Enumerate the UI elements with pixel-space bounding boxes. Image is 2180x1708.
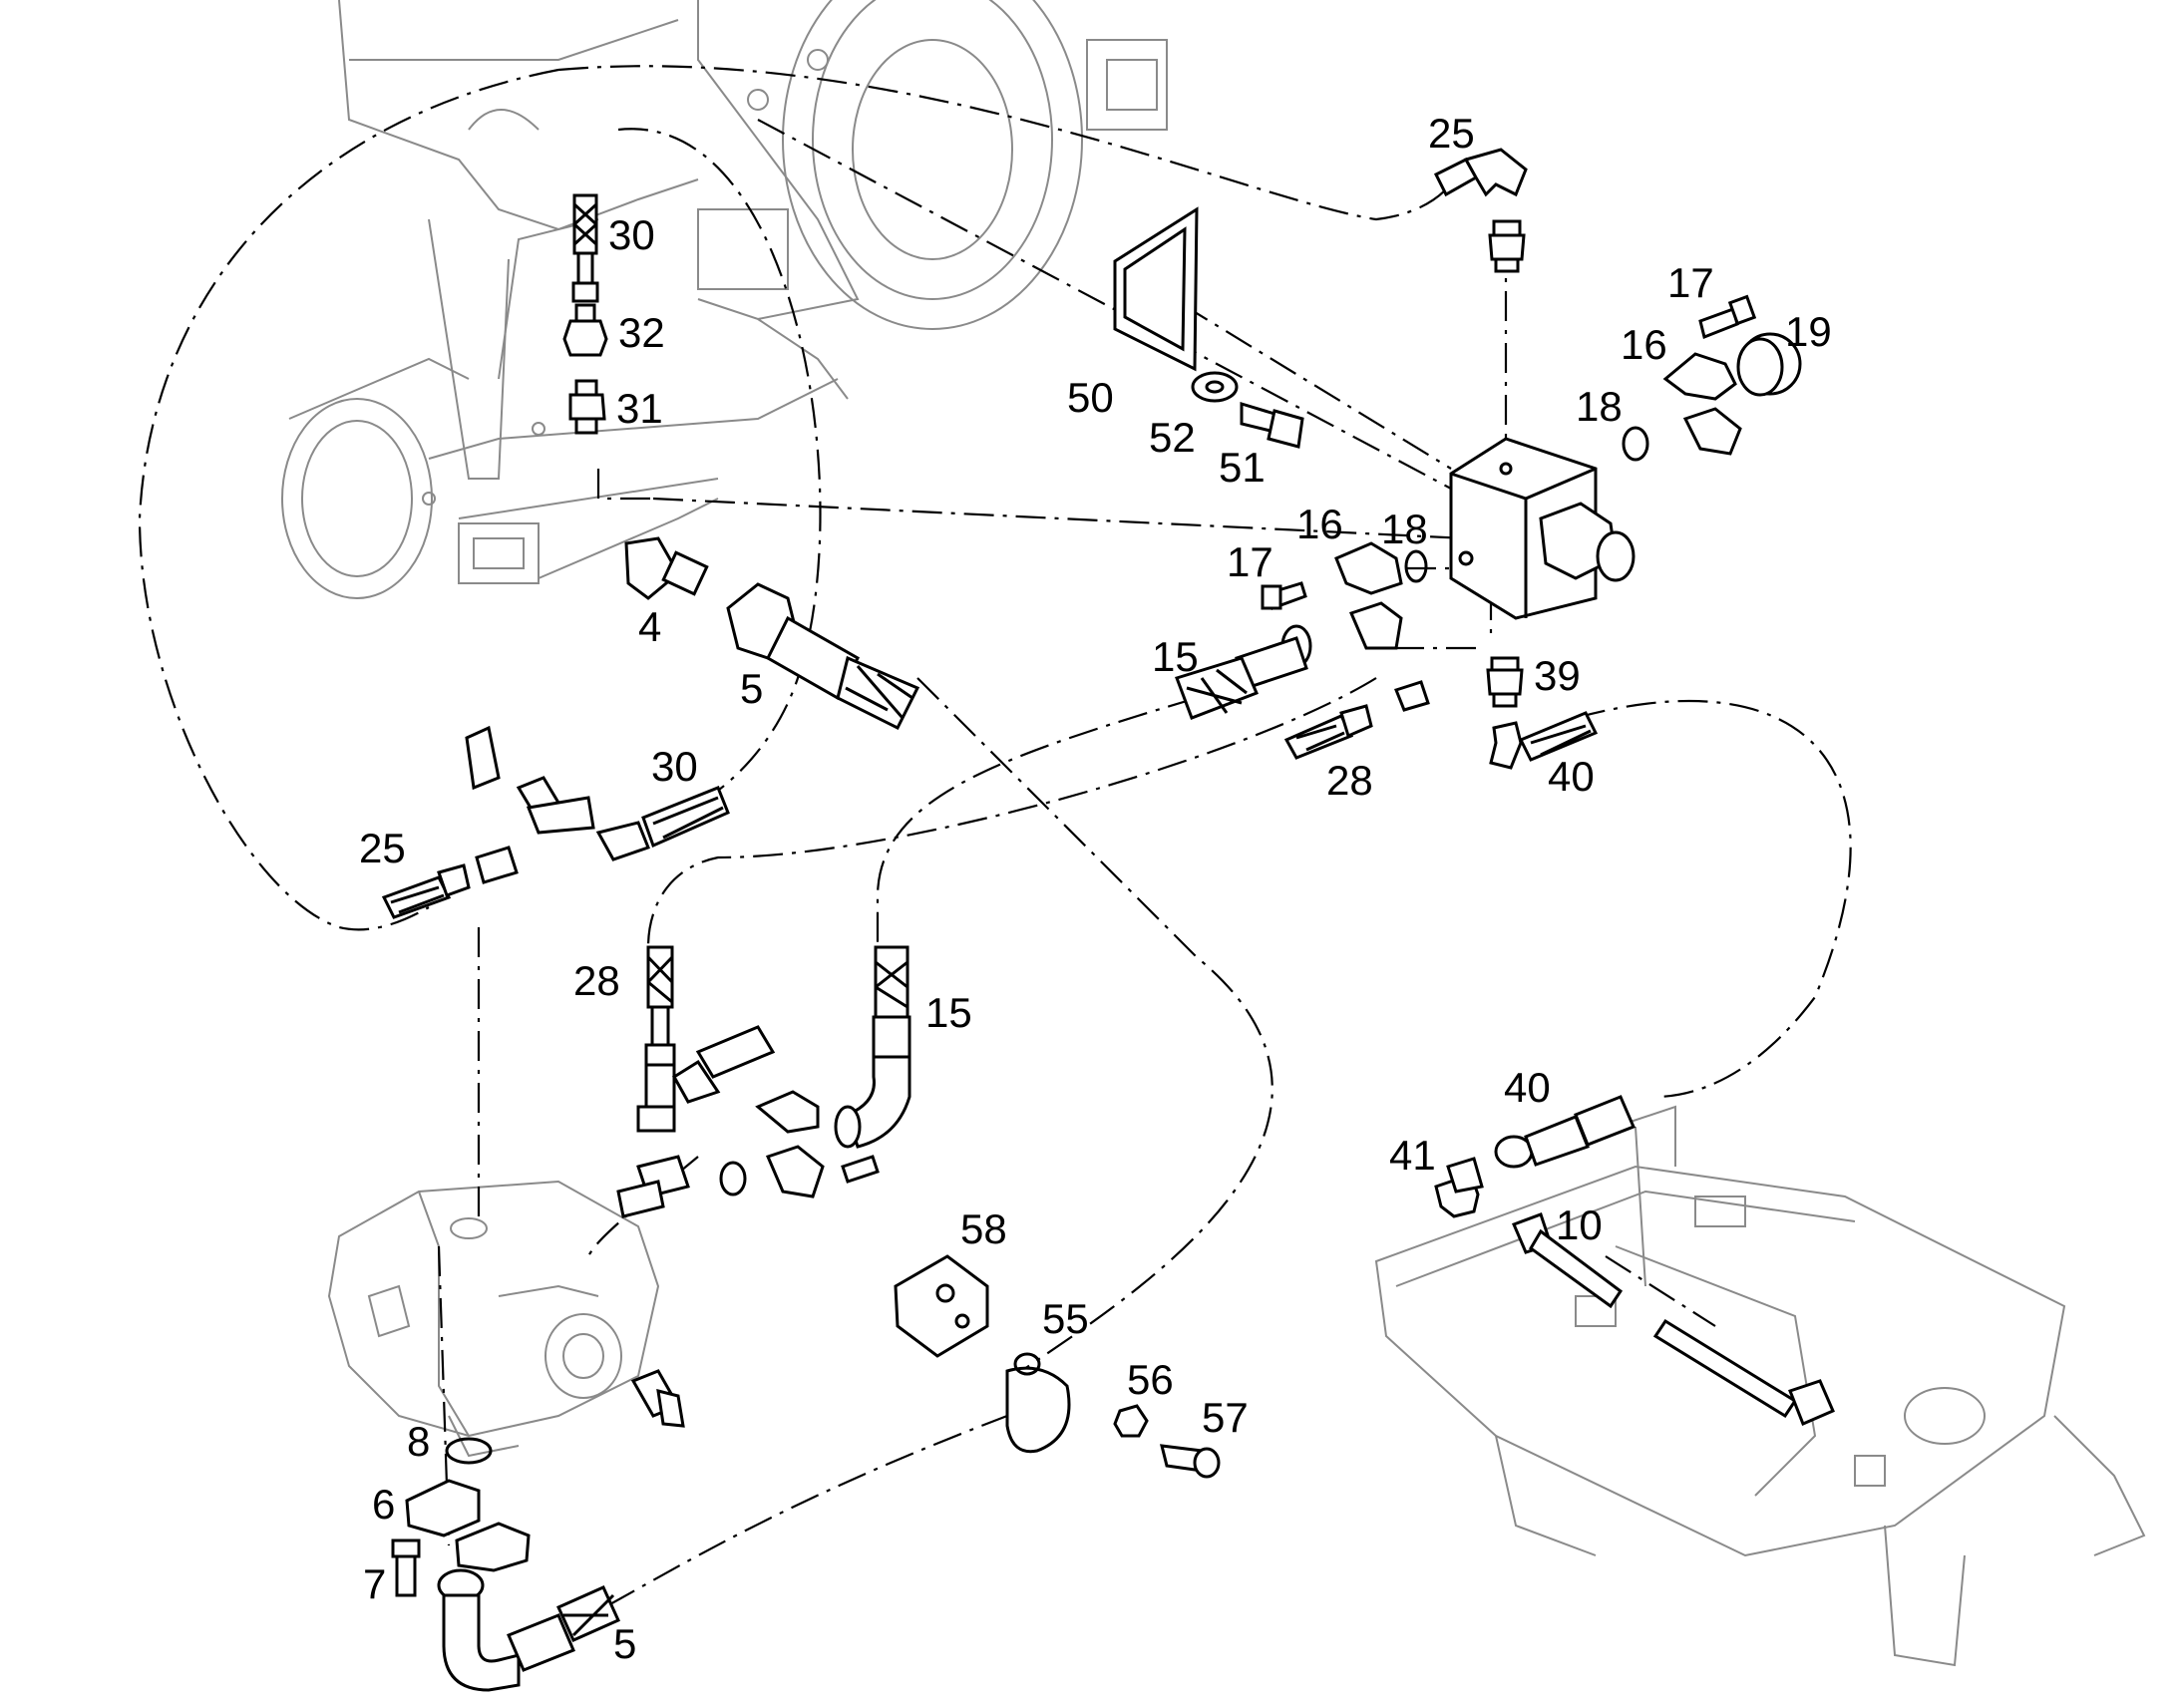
- part-40-hose-lower: [1494, 1095, 1635, 1169]
- part-56-nut: [1113, 1404, 1149, 1438]
- part-50-gasket-plate: [1113, 206, 1199, 372]
- part-28-hose-mid: [1283, 680, 1430, 760]
- callout-18: 18: [1381, 506, 1428, 552]
- callout-5: 5: [613, 1620, 636, 1667]
- part-6-flange-halves: [405, 1479, 531, 1572]
- part-18-oring-mid: [1404, 549, 1428, 583]
- part-18-oring-right: [1622, 426, 1649, 462]
- part-51-bolt: [1240, 401, 1304, 449]
- callout-57: 57: [1202, 1394, 1249, 1441]
- callout-10: 10: [1556, 1201, 1603, 1248]
- part-17-screw-mid: [1261, 581, 1307, 610]
- part-39-adapter: [1486, 656, 1524, 708]
- callout-50: 50: [1067, 374, 1114, 421]
- callout-30: 30: [651, 743, 698, 790]
- part-15-hose-upper: [1175, 624, 1312, 720]
- part-16-flange-half-mid: [1334, 541, 1403, 650]
- part-fitting-pump-side: [630, 1369, 685, 1428]
- callout-41: 41: [1389, 1132, 1436, 1179]
- callout-15: 15: [1152, 633, 1199, 680]
- part-52-washer: [1191, 371, 1239, 403]
- valve-block: [1449, 437, 1635, 620]
- part-10-long-hose: [1511, 1212, 1835, 1426]
- callout-55: 55: [1042, 1295, 1089, 1342]
- part-40-hose-elbow-upper: [1489, 711, 1599, 770]
- part-5-lower-hose: [437, 1568, 620, 1692]
- callout-52: 52: [1149, 414, 1196, 461]
- callout-58: 58: [960, 1205, 1007, 1252]
- callout-28: 28: [1326, 757, 1373, 804]
- callout-39: 39: [1534, 652, 1581, 699]
- part-25-hose-lower: [381, 846, 519, 919]
- part-16-flange-half-right: [1662, 352, 1742, 456]
- callout-15: 15: [925, 989, 972, 1036]
- part-57-bolt: [1160, 1444, 1221, 1479]
- callout-25: 25: [1428, 110, 1475, 157]
- callout-4: 4: [638, 603, 661, 650]
- part-28-hose-lower: [616, 945, 776, 1218]
- part-4-fitting: [624, 536, 709, 600]
- callout-19: 19: [1785, 308, 1832, 355]
- routing-leader-lines: [138, 65, 1852, 1606]
- part-30-upper-hose: [571, 193, 599, 303]
- part-31-adapter: [568, 379, 606, 435]
- part-8-oring: [445, 1437, 493, 1465]
- callout-51: 51: [1219, 444, 1266, 491]
- callout-7: 7: [363, 1560, 386, 1607]
- callout-25: 25: [359, 825, 406, 871]
- part-15-hose-lower: [834, 945, 911, 1149]
- callout-32: 32: [618, 309, 665, 356]
- callout-5: 5: [740, 665, 763, 712]
- callout-8: 8: [407, 1418, 430, 1465]
- part-41-elbow: [1434, 1157, 1484, 1218]
- callout-30: 30: [608, 211, 655, 258]
- callout-40: 40: [1504, 1064, 1551, 1111]
- transmission-housing-illustration: [281, 0, 1168, 599]
- callout-17: 17: [1227, 538, 1273, 585]
- callout-16: 16: [1296, 501, 1343, 547]
- part-25-elbow-top: [1433, 148, 1528, 273]
- callout-6: 6: [372, 1481, 395, 1528]
- part-32-nut: [562, 303, 608, 357]
- callout-18: 18: [1576, 383, 1623, 430]
- callout-16: 16: [1621, 321, 1667, 368]
- hydraulic-pump-illustration: [327, 1180, 660, 1458]
- callout-31: 31: [616, 385, 663, 432]
- part-17-screw-right: [1698, 294, 1757, 340]
- part-16-flange-lower: [719, 1090, 880, 1198]
- callout-56: 56: [1127, 1356, 1174, 1403]
- callout-labels: 30 32 31 4 5 30 25 25 50 52 51 17 16 19 …: [359, 110, 1832, 1667]
- part-5-upper-hose: [726, 582, 920, 731]
- part-7-screw: [391, 1538, 421, 1597]
- callout-28: 28: [573, 957, 620, 1004]
- part-30-lower-hose-tee: [465, 725, 730, 861]
- part-55-clamp: [1005, 1352, 1071, 1454]
- callout-17: 17: [1667, 259, 1714, 306]
- callout-40: 40: [1548, 753, 1595, 800]
- chassis-frame-illustration: [1374, 1105, 2146, 1667]
- part-19-cap: [1736, 332, 1802, 397]
- part-58-bracket: [894, 1254, 989, 1358]
